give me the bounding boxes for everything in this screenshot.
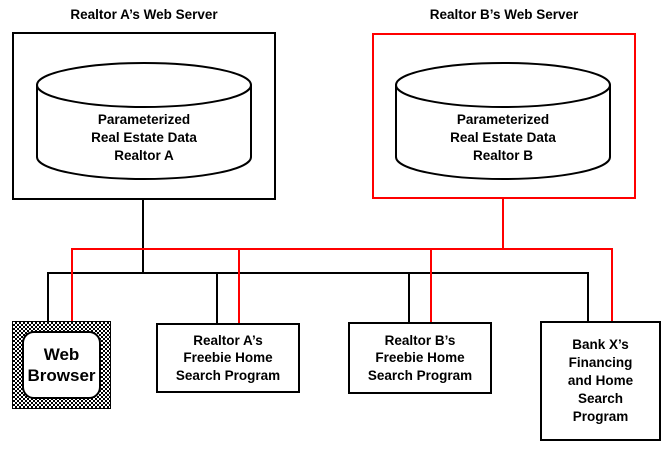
database-a-label-line2: Real Estate Data (91, 130, 197, 145)
bank-x-label-line3: and Home (567, 373, 634, 388)
database-b-label-line1: Parameterized (456, 112, 550, 127)
connector-red-to-web-browser (71, 248, 73, 321)
web-browser-box: Web Browser (12, 321, 111, 409)
database-cylinder-icon (36, 62, 252, 180)
connector-black-bus (47, 272, 589, 274)
database-a: Parameterized Real Estate Data Realtor A (35, 59, 253, 181)
connector-black-to-bank-x (587, 272, 589, 321)
freebie-a-label-line3: Search Program (175, 367, 281, 383)
freebie-b-label-line3: Search Program (367, 367, 473, 383)
freebie-a-label-line2: Freebie Home (183, 350, 273, 366)
bank-x-label-line1: Bank X’s (572, 337, 629, 352)
connector-red-bus (71, 248, 613, 250)
freebie-b-label-line2: Freebie Home (375, 350, 465, 366)
connector-red-to-freebie-a (238, 248, 240, 323)
server-b-title: Realtor B’s Web Server (429, 7, 579, 22)
database-b: Parameterized Real Estate Data Realtor B (394, 59, 612, 181)
web-browser-label-line2: Browser (27, 366, 96, 385)
bank-x-label-line5: Program (572, 409, 629, 424)
server-a-title: Realtor A’s Web Server (70, 7, 218, 22)
connector-red-to-bank-x (611, 248, 613, 321)
freebie-a-box: Realtor A’s Freebie Home Search Program (156, 323, 300, 393)
server-b-box: Parameterized Real Estate Data Realtor B (372, 33, 636, 199)
bank-x-label-line2: Financing (568, 355, 633, 370)
freebie-b-box: Realtor B’s Freebie Home Search Program (348, 322, 492, 394)
web-browser-label-line1: Web (43, 345, 80, 364)
database-a-label-line3: Realtor A (114, 148, 174, 163)
server-a-box: Parameterized Real Estate Data Realtor A (12, 32, 276, 200)
freebie-a-label-line1: Realtor A’s (193, 332, 263, 348)
connector-server-b-drop (502, 199, 504, 250)
connector-red-to-freebie-b (430, 248, 432, 322)
database-b-label: Parameterized Real Estate Data Realtor B (394, 111, 612, 165)
bank-x-label-line4: Search (577, 391, 624, 406)
database-b-label-line2: Real Estate Data (450, 130, 556, 145)
bank-x-box: Bank X’s Financing and Home Search Progr… (540, 321, 661, 441)
database-b-label-line3: Realtor B (472, 148, 533, 163)
connector-black-to-web-browser (47, 272, 49, 321)
web-browser-screen: Web Browser (22, 331, 101, 399)
freebie-b-label-line1: Realtor B’s (384, 332, 456, 348)
connector-black-to-freebie-b (408, 272, 410, 322)
connector-black-to-freebie-a (216, 272, 218, 323)
database-a-label-line1: Parameterized (97, 112, 191, 127)
database-a-label: Parameterized Real Estate Data Realtor A (35, 111, 253, 165)
database-cylinder-icon (395, 62, 611, 180)
connector-server-a-drop (142, 200, 144, 274)
